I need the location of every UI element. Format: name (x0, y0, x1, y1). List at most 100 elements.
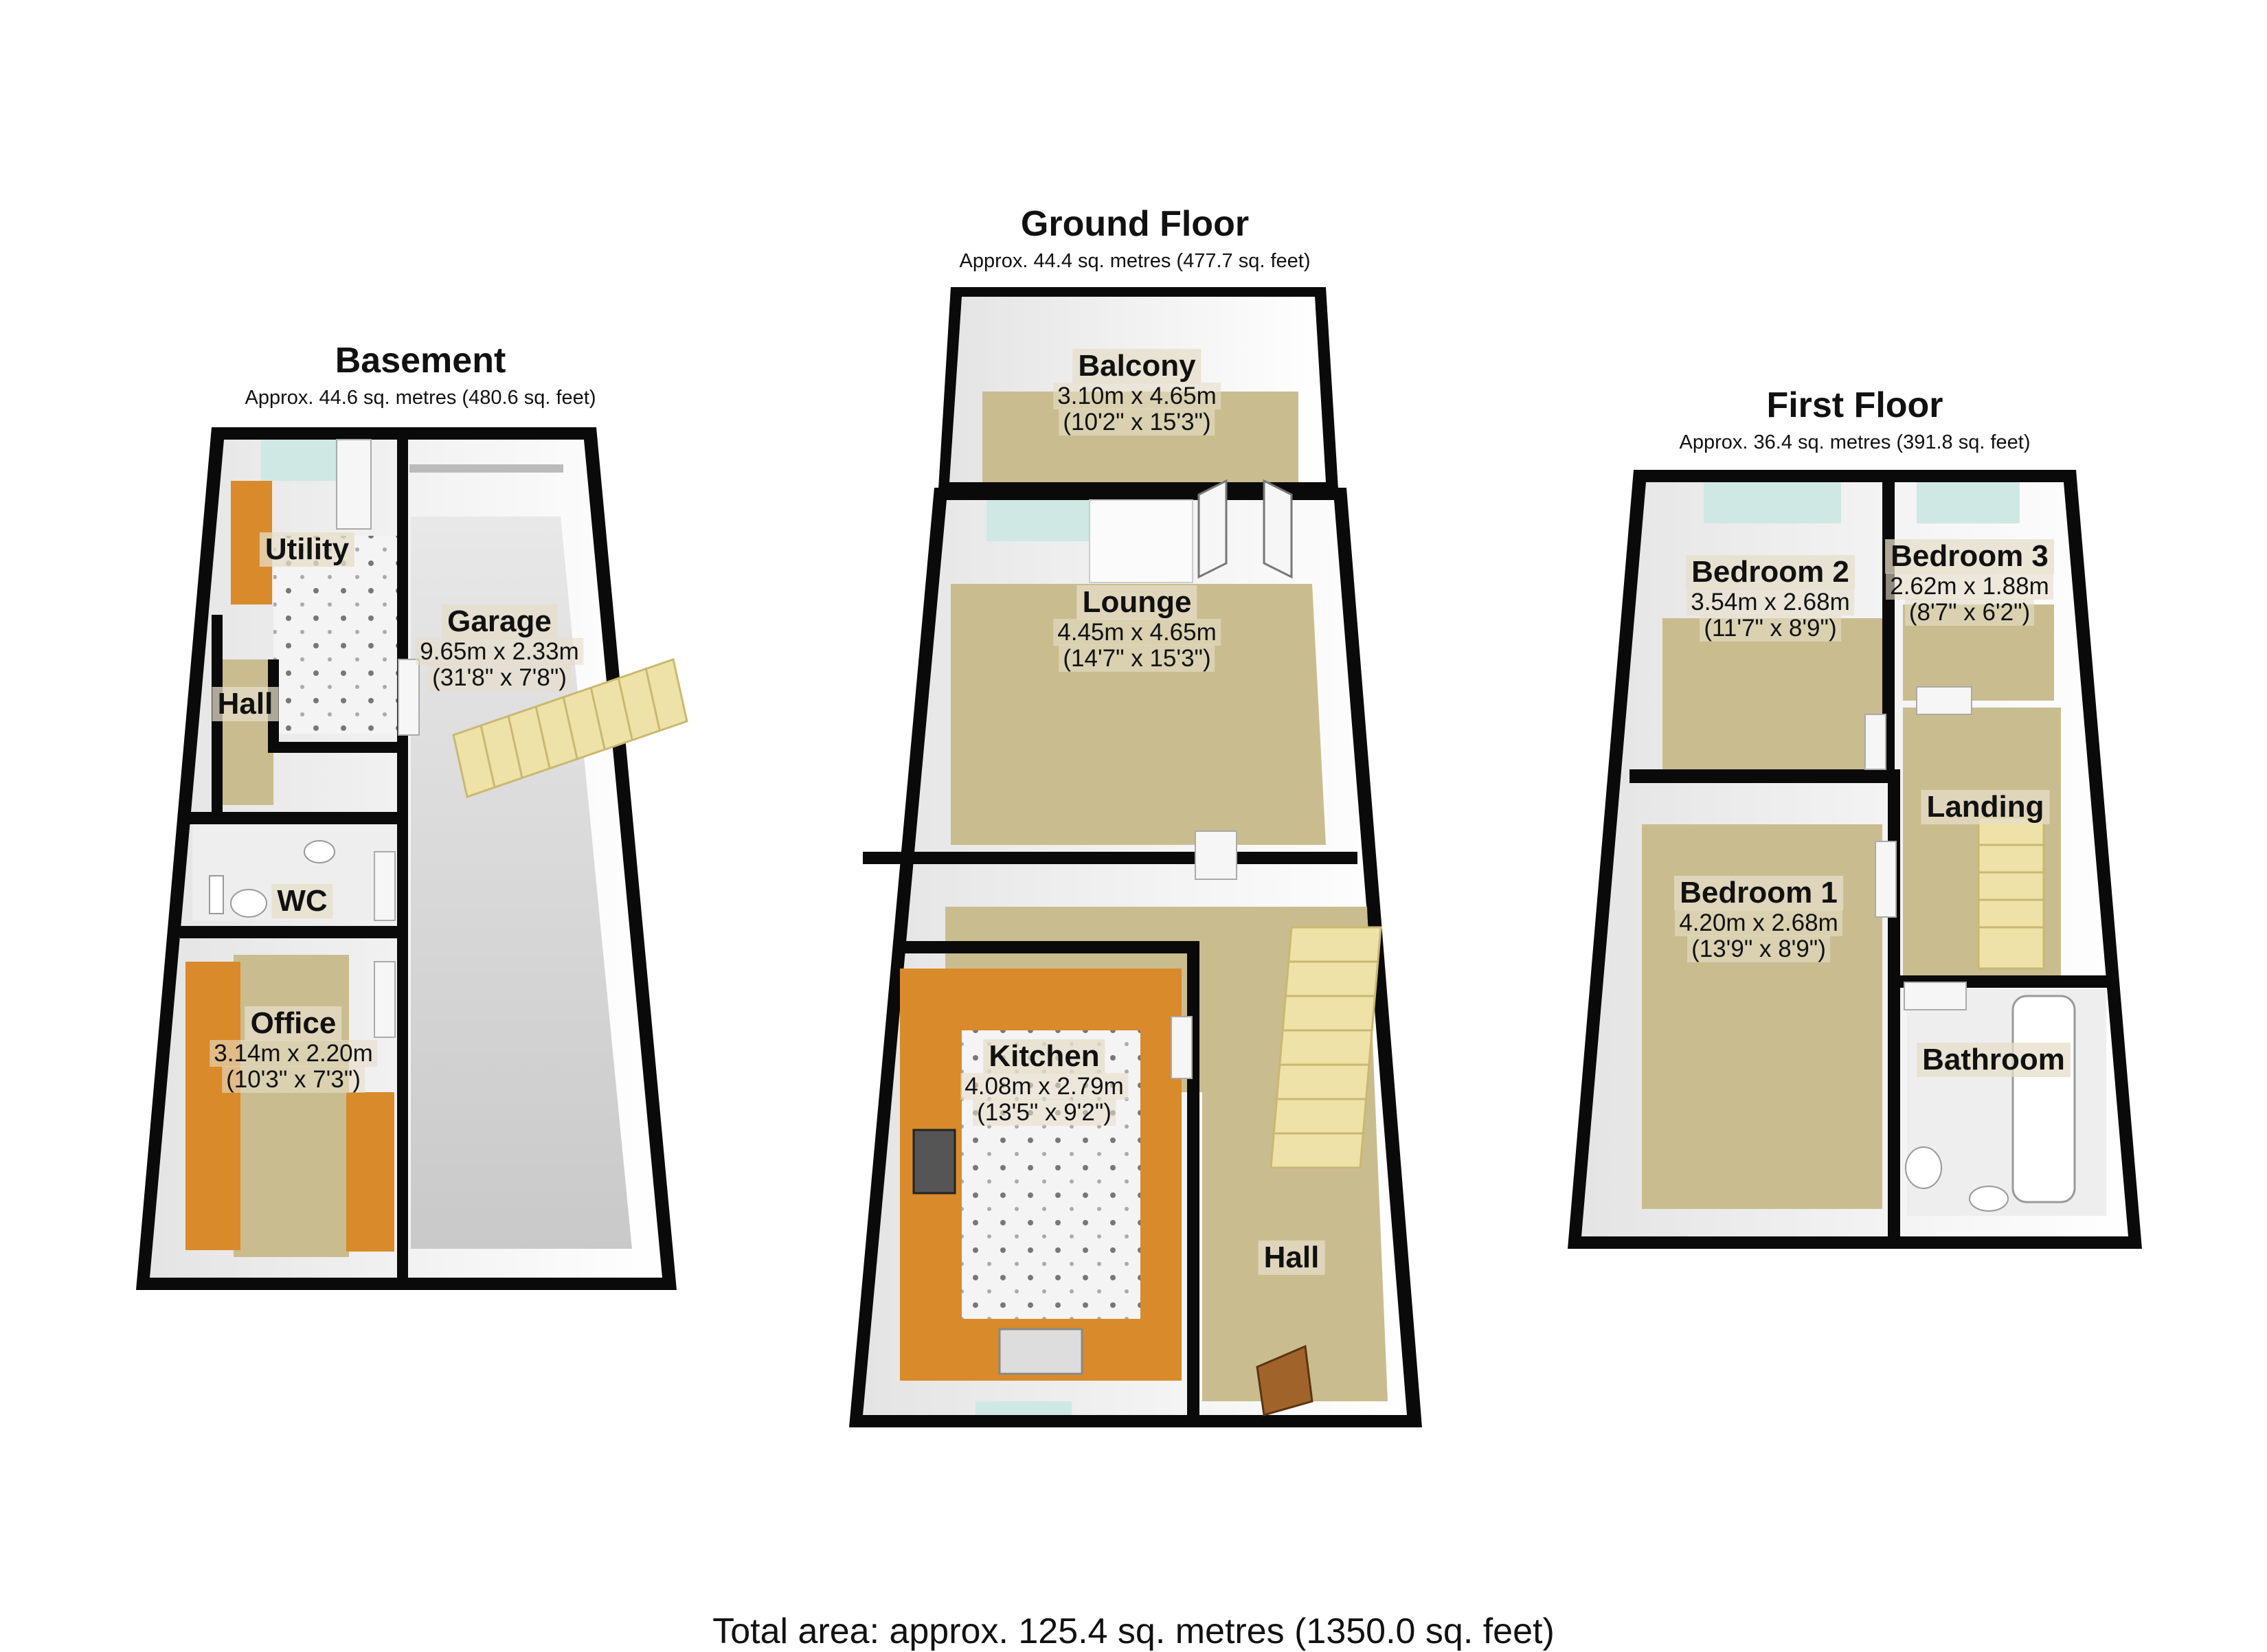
bedroom2-floor (1662, 618, 1882, 771)
room-dimensions-metric: 3.54m x 2.68m (1686, 589, 1855, 615)
bathroom-bath (2011, 995, 2076, 1203)
lounge-window-frame (1089, 499, 1193, 583)
room-name: Office (245, 1006, 342, 1041)
room-dimensions-metric: 4.08m x 2.79m (960, 1073, 1128, 1100)
room-name: WC (271, 884, 333, 918)
basement-hall-bottom-wall (268, 742, 398, 753)
lounge-hall-wall (863, 852, 1357, 864)
wc-toilet (230, 889, 267, 918)
wc-cistern (209, 875, 224, 914)
total-area: Total area: approx. 125.4 sq. metres (13… (712, 1611, 1555, 1651)
bedroom3-window (1917, 482, 2020, 523)
room-name: Bedroom 1 (1674, 876, 1843, 910)
kitchen-window (975, 1401, 1072, 1415)
room-dimensions-metric: 9.65m x 2.33m (416, 638, 583, 665)
basement-plan (136, 427, 688, 1290)
garage-door (409, 464, 563, 473)
ground-floor-title: Ground Floor (1020, 204, 1250, 244)
basement-door-garage (398, 659, 420, 736)
room-label-basement-hall: Hall (212, 687, 279, 721)
room-dimensions-imperial: (10'3" x 7'3") (210, 1066, 377, 1093)
bathroom-door (1904, 982, 1967, 1010)
ground-stairs (1270, 926, 1382, 1169)
first-floor-plan (1568, 470, 2142, 1249)
room-dimensions-metric: 3.10m x 4.65m (1053, 383, 1221, 409)
basement-title: Basement (335, 341, 506, 381)
office-floor (234, 955, 349, 1257)
room-dimensions-imperial: (13'9" x 8'9") (1674, 936, 1843, 962)
first-floor-area: Approx. 36.4 sq. metres (391.8 sq. feet) (1679, 431, 2031, 453)
kitchen-door (1171, 1016, 1193, 1079)
bed1-landing-wall (1888, 769, 1900, 1243)
room-label-landing: Landing (1921, 790, 2050, 824)
room-label-garage: Garage 9.65m x 2.33m (31'8" x 7'8") (416, 604, 583, 691)
room-dimensions-imperial: (31'8" x 7'8") (416, 664, 583, 691)
kitchen-sink (998, 1328, 1083, 1375)
lounge-hall-door (1195, 830, 1237, 880)
basement-door-office (374, 961, 396, 1038)
room-name: Kitchen (983, 1039, 1105, 1074)
basement-door-utility (336, 439, 372, 530)
room-dimensions-imperial: (14'7" x 15'3") (1053, 645, 1221, 672)
wc-top-wall (185, 812, 398, 824)
room-label-bedroom-2: Bedroom 2 3.54m x 2.68m (11'7" x 8'9") (1686, 555, 1855, 642)
kitchen-outer-wall (893, 941, 1195, 953)
lounge-window (986, 500, 1090, 541)
room-dimensions-metric: 2.62m x 1.88m (1885, 573, 2054, 600)
room-name: Balcony (1072, 349, 1202, 383)
room-name: Garage (442, 604, 557, 639)
wc-basin (304, 840, 335, 863)
landing-stairs (1977, 816, 2045, 970)
room-label-ground-hall: Hall (1258, 1241, 1325, 1275)
kitchen-right-wall (1187, 941, 1199, 1415)
room-label-bedroom-3: Bedroom 3 2.62m x 1.88m (8'7" x 6'2") (1885, 539, 2054, 626)
office-desk-left (185, 962, 240, 1250)
front-door (1256, 1344, 1313, 1416)
room-dimensions-imperial: (10'2" x 15'3") (1053, 409, 1221, 435)
garage-stairs (452, 658, 688, 798)
wc-bottom-wall (180, 926, 398, 938)
bedroom1-door (1875, 841, 1897, 918)
balcony-door-left (1197, 479, 1228, 579)
utility-window (261, 440, 343, 481)
bedroom3-door (1916, 686, 1972, 715)
basement-area: Approx. 44.6 sq. metres (480.6 sq. feet) (245, 387, 596, 409)
kitchen-hob (912, 1129, 956, 1195)
room-label-bedroom-1: Bedroom 1 4.20m x 2.68m (13'9" x 8'9") (1674, 876, 1843, 962)
room-name: Bedroom 3 (1885, 539, 2054, 574)
room-dimensions-metric: 4.20m x 2.68m (1674, 909, 1843, 936)
room-dimensions-imperial: (8'7" x 6'2") (1885, 599, 2054, 626)
basement-door-wc (374, 851, 396, 921)
bed2-bed1-wall (1629, 769, 1897, 783)
ground-floor-plan (849, 287, 1422, 1427)
room-label-lounge: Lounge 4.45m x 4.65m (14'7" x 15'3") (1053, 585, 1221, 672)
room-label-utility: Utility (259, 532, 355, 567)
office-desk-right (346, 1092, 394, 1252)
room-label-office: Office 3.14m x 2.20m (10'3" x 7'3") (210, 1006, 377, 1093)
room-name: Hall (1258, 1241, 1325, 1275)
balcony-door-right (1263, 479, 1293, 579)
room-dimensions-imperial: (11'7" x 8'9") (1686, 615, 1855, 642)
utility-floor (273, 536, 397, 734)
room-name: Hall (212, 687, 279, 721)
room-label-kitchen: Kitchen 4.08m x 2.79m (13'5" x 9'2") (960, 1039, 1128, 1126)
bedroom2-window (1704, 482, 1841, 523)
lounge-floor (951, 584, 1326, 845)
room-dimensions-metric: 4.45m x 4.65m (1053, 619, 1221, 646)
room-dimensions-imperial: (13'5" x 9'2") (960, 1099, 1128, 1126)
room-label-bathroom: Bathroom (1917, 1043, 2071, 1077)
room-name: Bathroom (1917, 1043, 2071, 1077)
room-name: Lounge (1076, 585, 1197, 620)
bathroom-toilet (1905, 1146, 1942, 1189)
ground-floor-area: Approx. 44.4 sq. metres (477.7 sq. feet) (959, 250, 1311, 272)
room-name: Utility (259, 532, 355, 567)
garage-divider-wall (397, 440, 408, 1285)
bathroom-basin (1969, 1186, 2009, 1212)
room-name: Landing (1921, 790, 2050, 824)
basement-hall-floor (218, 659, 273, 805)
room-dimensions-metric: 3.14m x 2.20m (210, 1040, 377, 1067)
room-label-balcony: Balcony 3.10m x 4.65m (10'2" x 15'3") (1053, 349, 1221, 435)
room-name: Bedroom 2 (1686, 555, 1855, 589)
room-label-wc: WC (271, 884, 333, 918)
